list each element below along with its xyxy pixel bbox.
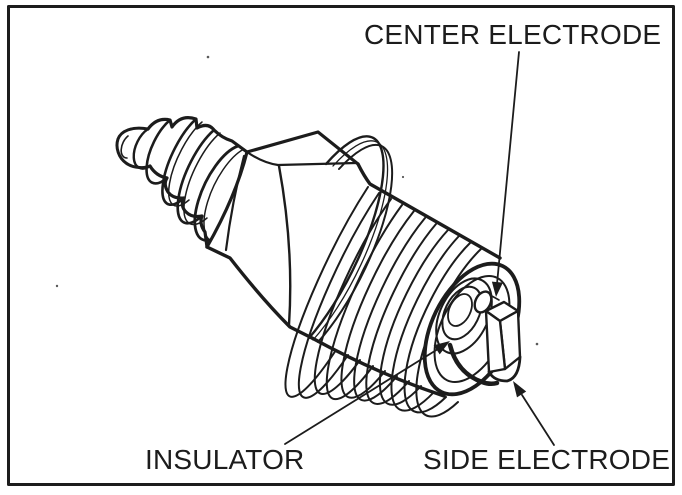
leader-lines bbox=[284, 51, 555, 446]
label-side-electrode: SIDE ELECTRODE bbox=[423, 444, 671, 475]
hex-nut bbox=[205, 130, 360, 340]
threaded-shank bbox=[284, 162, 502, 418]
thread-ridges bbox=[284, 186, 483, 418]
spark-plug-body bbox=[115, 116, 522, 418]
leader-side-electrode bbox=[513, 381, 555, 446]
side-electrode-part bbox=[447, 300, 522, 387]
label-insulator: INSULATOR bbox=[145, 444, 305, 475]
center-electrode-tip bbox=[473, 290, 493, 314]
gasket-rings bbox=[307, 135, 394, 343]
photocopy-specks bbox=[55, 55, 539, 346]
insulator-ribs bbox=[145, 116, 249, 249]
arrowhead-side-electrode bbox=[513, 381, 527, 398]
label-center-electrode: CENTER ELECTRODE bbox=[364, 19, 662, 50]
arrowhead-insulator bbox=[433, 341, 450, 355]
terminal-stud bbox=[115, 126, 152, 170]
figure-border bbox=[7, 5, 675, 486]
leader-insulator bbox=[284, 341, 450, 445]
arrowhead-center-electrode bbox=[491, 281, 503, 297]
leader-center-electrode bbox=[491, 51, 520, 297]
